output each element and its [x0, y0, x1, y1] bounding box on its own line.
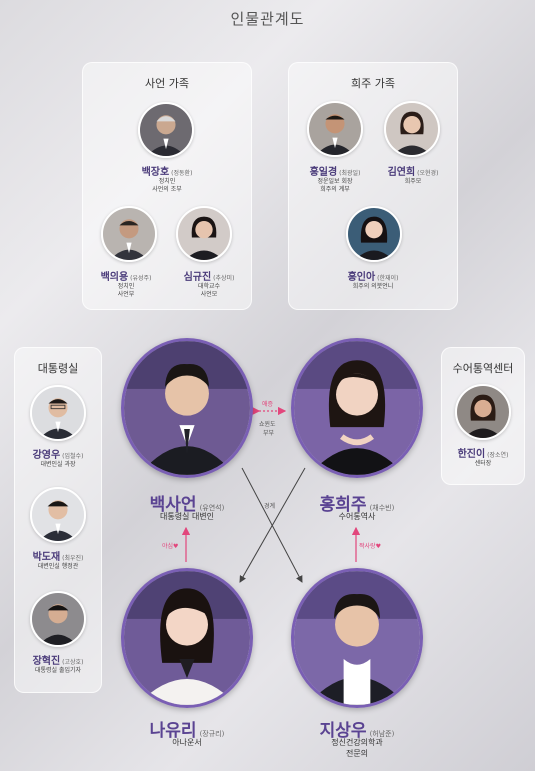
- desc-na-yuri: 아나운서: [172, 738, 202, 747]
- avatar-han-jini[interactable]: [455, 384, 511, 440]
- avatar-jang-hyeokjin[interactable]: [30, 591, 86, 647]
- name-kang-yeongu: 강영우(임철수): [32, 450, 84, 461]
- avatar-baek-saeon[interactable]: [121, 338, 253, 478]
- avatar-hong-ina[interactable]: [346, 206, 402, 262]
- diagram-title: 인물관계도: [230, 10, 305, 28]
- name-park-doje: 박도재(최우진): [32, 552, 84, 563]
- relation-marriage-label: 애증: [262, 401, 274, 408]
- saeon-family-title: 사언 가족: [145, 77, 189, 90]
- name-hong-ina: 홍인아(한재이): [347, 272, 399, 283]
- name-hong-heeju: 홍희주(채수빈): [319, 495, 395, 515]
- avatar-sim-gyujin[interactable]: [176, 206, 232, 262]
- avatar-ji-sangwoo[interactable]: [291, 568, 423, 708]
- relation-marriage-sub2: 부부: [263, 430, 275, 437]
- avatar-baek-uiyong[interactable]: [101, 206, 157, 262]
- desc-hong-ina: 희주의 의붓언니: [352, 283, 394, 290]
- relation-marriage-sub1: 쇼윈도: [259, 421, 276, 428]
- name-hong-ilgyeong: 홍일경(최광일): [309, 167, 361, 178]
- relation-sangwoo-to-heeju: 짝사랑♥: [359, 543, 381, 550]
- cross-line-heeju-to-yuri: [239, 467, 306, 583]
- heeju-family-box: 희주 가족: [288, 62, 458, 310]
- desc-park-doje: 대변인실 행정관: [37, 563, 79, 570]
- desc-jang-hyeokjin: 대통령실 출입기자: [34, 667, 82, 674]
- avatar-kim-yeonhui[interactable]: [384, 101, 440, 157]
- name-baek-uiyong: 백의용(유성주): [100, 272, 152, 283]
- name-han-jini: 한진이(장소연): [457, 449, 509, 460]
- presidential-office-title: 대통령실: [37, 362, 79, 375]
- name-sim-gyujin: 심규진(추상미): [183, 272, 235, 283]
- relation-cross-label: 경계: [264, 503, 276, 510]
- name-baek-saeon: 백사언(유연석): [149, 495, 225, 515]
- avatar-park-doje[interactable]: [30, 487, 86, 543]
- name-kim-yeonhui: 김연희(오현경): [387, 167, 439, 178]
- name-jang-hyeokjin: 장혁진(고상호): [32, 656, 84, 667]
- relation-yuri-to-saeon: 야심♥: [162, 543, 179, 550]
- heeju-family-title: 희주 가족: [351, 77, 395, 90]
- desc-baek-saeon: 대통령실 대변인: [159, 512, 215, 521]
- avatar-kang-yeongu[interactable]: [30, 385, 86, 441]
- desc-hong-heeju: 수어통역사: [338, 512, 376, 521]
- desc-kang-yeongu: 대변인실 과장: [40, 461, 76, 468]
- name-na-yuri: 나유리(장규리): [149, 721, 225, 741]
- avatar-hong-heeju[interactable]: [291, 338, 423, 478]
- sign-center-title: 수어통역센터: [452, 362, 514, 375]
- name-baek-jangho: 백장호(정동환): [141, 167, 193, 178]
- desc-han-jini: 센터장: [474, 460, 492, 467]
- name-ji-sangwoo: 지상우(허남준): [319, 721, 395, 741]
- desc-kim-yeonhui: 희주모: [404, 178, 422, 185]
- avatar-na-yuri[interactable]: [121, 568, 253, 708]
- avatar-hong-ilgyeong[interactable]: [307, 101, 363, 157]
- avatar-baek-jangho[interactable]: [138, 102, 194, 158]
